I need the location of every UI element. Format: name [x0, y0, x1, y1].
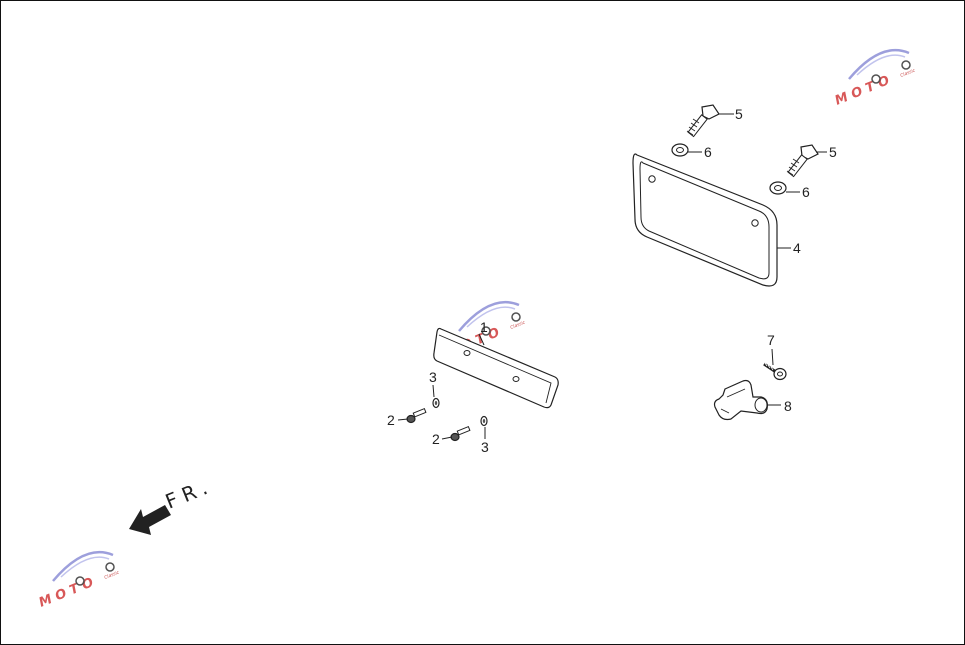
- callout-4: 4: [793, 240, 801, 256]
- svg-text:Classic: Classic: [104, 569, 121, 581]
- svg-text:M O T O: M O T O: [37, 575, 96, 610]
- watermark-logo-bottom-left: M O T O Classic: [37, 550, 121, 611]
- callout-1: 1: [480, 319, 488, 335]
- part-3-nut-right: [480, 415, 488, 427]
- callout-3-top: 3: [429, 369, 437, 385]
- callout-2-left: 2: [387, 412, 395, 428]
- svg-text:M O T O: M O T O: [833, 73, 892, 108]
- front-direction-arrow: FR.: [129, 473, 216, 535]
- svg-text:Classic: Classic: [900, 67, 917, 79]
- part-5-bolt-left: [686, 104, 720, 138]
- callout-5-right: 5: [829, 144, 837, 160]
- part-2-screw-right: [450, 425, 471, 442]
- watermark-logo-top-right: M O T O Classic: [833, 48, 917, 109]
- part-1-bracket: [433, 327, 559, 409]
- callout-6-left: 6: [704, 144, 712, 160]
- callout-6-right: 6: [802, 184, 810, 200]
- callouts: 5 6 5 6 4 1 3 2 2 3 7 8: [387, 106, 837, 455]
- leader-lines: [397, 113, 827, 440]
- part-5-bolt-right: [786, 144, 819, 178]
- part-3-nut-left: [432, 397, 440, 409]
- callout-2-bottom: 2: [432, 431, 440, 447]
- part-8-light-socket: [713, 379, 768, 421]
- callout-3-bottom: 3: [481, 439, 489, 455]
- part-6-washer-right: [769, 181, 787, 195]
- callout-8: 8: [784, 398, 792, 414]
- part-4-plate-frame: [632, 153, 778, 287]
- front-direction-label: FR.: [162, 473, 216, 514]
- part-6-washer-left: [671, 143, 689, 157]
- part-2-screw-left: [406, 407, 427, 424]
- svg-text:Classic: Classic: [510, 319, 527, 331]
- callout-7: 7: [767, 332, 775, 348]
- callout-5-top: 5: [735, 106, 743, 122]
- part-7-bolt: [763, 362, 787, 381]
